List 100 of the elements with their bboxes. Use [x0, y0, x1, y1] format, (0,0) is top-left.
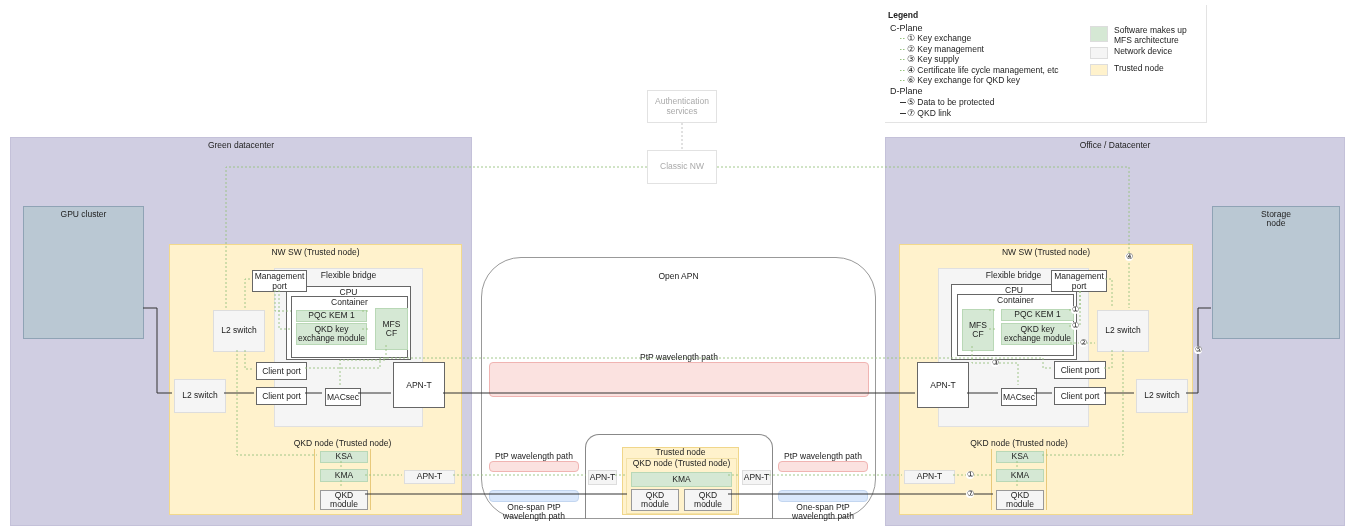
connector [361, 310, 371, 312]
node-label: L2 switch [221, 326, 257, 336]
connector [966, 392, 999, 394]
connector [1068, 289, 1081, 327]
node-label: QKD module [693, 490, 723, 510]
component-box [256, 362, 307, 380]
connector [1103, 349, 1113, 369]
connector [236, 349, 318, 456]
node-label: APN-T [743, 472, 770, 483]
component-box [1054, 361, 1106, 379]
software-module-box [296, 310, 367, 322]
network-device-box [1097, 310, 1149, 352]
software-module-box [320, 451, 368, 463]
node-label: Authentication services [654, 97, 710, 116]
node-label: Classic NW [660, 162, 704, 172]
connector [357, 392, 392, 394]
node-label: MACsec [326, 392, 360, 403]
software-module-box [996, 469, 1044, 482]
node-label: Storage node [1260, 210, 1292, 229]
connector [278, 289, 292, 330]
component-box [1001, 388, 1037, 406]
component-box [286, 286, 411, 360]
connector [274, 289, 292, 312]
service-box [647, 90, 717, 123]
connector [1040, 349, 1124, 456]
legend-heading: D-Plane [890, 86, 923, 96]
component-box [957, 294, 1074, 356]
node-label: CPU [339, 288, 358, 298]
node-label: Trusted node [655, 448, 706, 458]
connector [1103, 392, 1135, 394]
network-device-box [174, 379, 226, 413]
software-module-box [320, 469, 368, 482]
network-area-outline [481, 257, 876, 519]
connector [716, 166, 1130, 309]
node-label: L2 switch [1144, 391, 1180, 401]
node-label: KMA [672, 474, 691, 485]
software-module-box [962, 309, 994, 351]
server-block [1212, 206, 1340, 339]
legend-label: ① Key exchange [907, 33, 972, 43]
node-label: Management port [253, 272, 306, 291]
service-box [647, 150, 717, 184]
legend-label: ④ Certificate life cycle management, etc [907, 64, 1059, 75]
node-label: Flexible bridge [320, 271, 377, 281]
component-box [256, 387, 307, 405]
connector [1016, 460, 1018, 468]
node-label: APN-T [916, 472, 943, 482]
legend-label: ⑤ Data to be protected [907, 97, 995, 107]
legend-label: Software makes up MFS architecture [1114, 26, 1188, 46]
component-box [291, 296, 408, 358]
node-label: APN-T [416, 472, 443, 482]
connector [1104, 278, 1113, 309]
connector [1185, 307, 1212, 394]
qkd-module-box [996, 490, 1044, 510]
software-module-box [1001, 309, 1074, 321]
qkd-module-box [684, 489, 732, 511]
qkd-node-box [626, 458, 737, 514]
connector [971, 345, 1019, 386]
legend-title: Legend [888, 10, 919, 20]
connector [988, 309, 997, 311]
component-box [1054, 387, 1106, 405]
connector [1033, 392, 1053, 394]
node-label: MFS CF [968, 320, 988, 340]
edge-label: ⑤ [1194, 346, 1202, 354]
node-label: KSA [1011, 452, 1029, 462]
node-label: PtP wavelength path [640, 352, 718, 362]
trusted-node-area [899, 244, 1193, 515]
connector [339, 344, 387, 386]
node-label: QKD node (Trusted node) [970, 438, 1068, 448]
network-device-box [904, 470, 955, 484]
edge-label: ① [966, 471, 974, 479]
site-area [885, 137, 1345, 526]
node-label: NW SW (Trusted node) [1002, 248, 1090, 258]
connector [244, 349, 255, 370]
node-label: One-span PtP wavelength path [791, 503, 855, 522]
node-label: PQC KEM 1 [308, 311, 355, 321]
edge-label: ① [1071, 306, 1079, 314]
node-label: Client port [1060, 391, 1100, 402]
node-label: QKD module [1005, 490, 1035, 510]
software-module-box [375, 308, 408, 350]
node-label: KMA [1010, 470, 1030, 481]
edge-label: ⑦ [966, 490, 974, 498]
component-box [393, 362, 445, 408]
connector [727, 493, 994, 495]
connector [452, 474, 587, 476]
server-block [23, 206, 144, 339]
legend-label: Trusted node [1114, 64, 1165, 74]
node-label: Container [331, 298, 368, 308]
connector [768, 474, 903, 476]
node-label: PtP wavelength path [784, 451, 862, 461]
edge-label: ③ [991, 359, 999, 367]
node-label: Client port [262, 366, 301, 377]
edge-label: ④ [1125, 253, 1133, 261]
trusted-node-box [622, 447, 739, 515]
group-outline [585, 434, 773, 519]
node-label: QKD module [640, 490, 670, 510]
connector [304, 357, 1053, 369]
connector [304, 392, 323, 394]
node-label: MFS CF [381, 319, 402, 339]
node-label: CPU [1005, 286, 1023, 296]
node-label: Management port [1053, 272, 1105, 291]
